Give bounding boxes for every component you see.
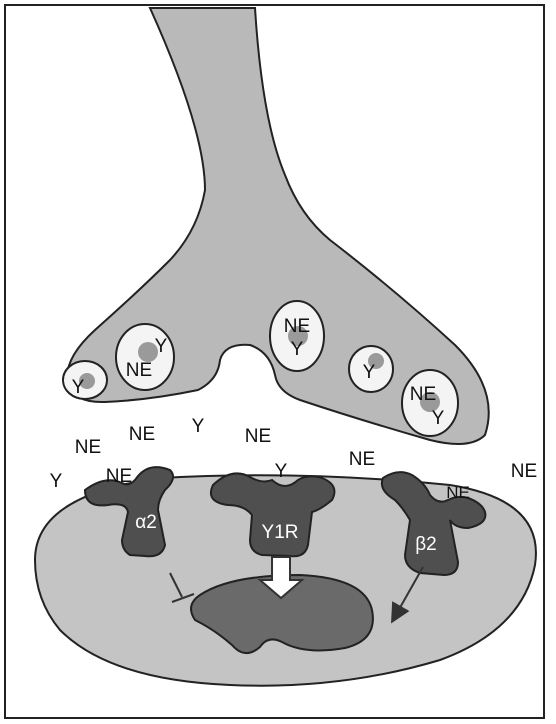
transmitter-label: NE [349, 449, 375, 470]
vesicle-label: Y [363, 362, 376, 383]
transmitter-label: NE [106, 466, 132, 487]
transmitter-label: NE [75, 437, 101, 458]
vesicle-label: NE [284, 316, 310, 337]
receptor-label-beta2: β2 [415, 534, 437, 555]
receptor-label-y1r: Y1R [262, 522, 299, 543]
vesicle: Y NE [116, 324, 174, 390]
vesicle: NE Y [270, 301, 324, 371]
transmitter-label: NE [245, 426, 271, 447]
transmitter-label: NE [129, 424, 155, 445]
transmitter-label: NE [446, 483, 470, 502]
vesicle-label: Y [291, 339, 304, 360]
receptor-label-alpha2: α2 [135, 512, 157, 533]
transmitter-label: NE [511, 461, 537, 482]
vesicle: NE Y [402, 370, 458, 436]
vesicle-label: NE [126, 360, 152, 381]
transmitter-label: Y [275, 461, 288, 482]
vesicle-label: NE [410, 384, 436, 405]
transmitter-label: Y [192, 416, 205, 437]
vesicle: Y [63, 361, 107, 399]
transmitter-label: Y [50, 471, 63, 492]
vesicle-label: Y [72, 377, 85, 398]
vesicle-label: Y [432, 408, 445, 429]
vesicle: Y [349, 346, 393, 392]
vesicle-label: Y [155, 336, 168, 357]
